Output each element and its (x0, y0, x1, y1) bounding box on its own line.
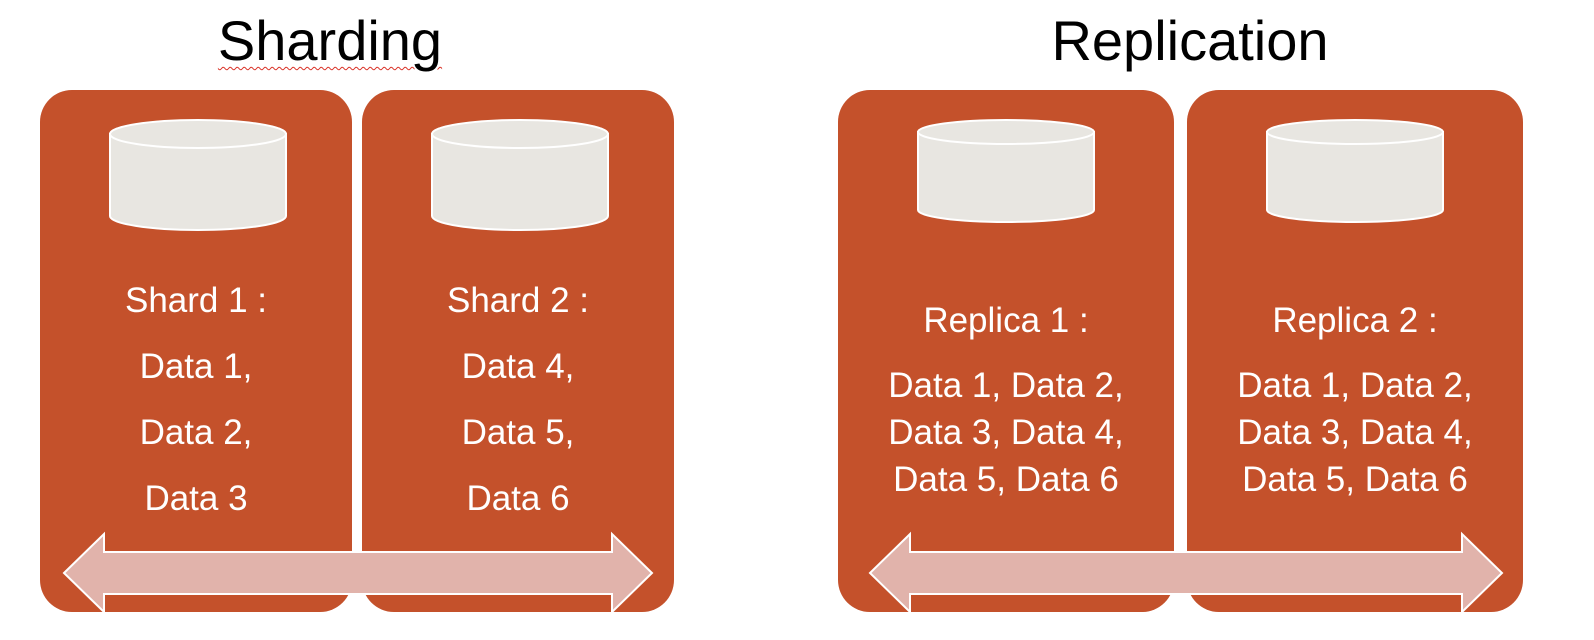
shard-1-item: Data 1, (139, 347, 253, 386)
shard-2-panel: Shard 2 : Data 4, Data 5, Data 6 (362, 90, 674, 612)
shard-1-panel: Shard 1 : Data 1, Data 2, Data 3 (40, 90, 352, 612)
double-headed-arrow-icon (868, 531, 1504, 615)
replica-1-line: Data 5, Data 6 (893, 460, 1119, 499)
database-cylinder-icon (917, 119, 1095, 223)
double-headed-arrow-icon (62, 531, 654, 615)
sharding-title: Sharding (217, 9, 443, 72)
shard-2-item: Data 6 (466, 479, 570, 518)
replica-2-data: Data 1, Data 2, Data 3, Data 4, Data 5, … (1187, 362, 1523, 503)
database-cylinder-icon (109, 119, 287, 231)
shard-1-item: Data 3 (144, 479, 248, 518)
shard-1-label: Shard 1 : Data 1, Data 2, Data 3 (40, 268, 352, 532)
shard-2-name: Shard 2 : (446, 281, 590, 320)
replica-1-line: Data 1, Data 2, (888, 366, 1124, 405)
replica-2-line: Data 5, Data 6 (1242, 460, 1468, 499)
shard-2-item: Data 5, (461, 413, 575, 452)
replica-2-line: Data 3, Data 4, (1237, 413, 1473, 452)
replica-1-data: Data 1, Data 2, Data 3, Data 4, Data 5, … (838, 362, 1174, 503)
shard-1-name: Shard 1 : (124, 281, 268, 320)
replica-1-name: Replica 1 : (923, 301, 1089, 340)
shard-2-label: Shard 2 : Data 4, Data 5, Data 6 (362, 268, 674, 532)
shard-2-item: Data 4, (461, 347, 575, 386)
shard-1-item: Data 2, (139, 413, 253, 452)
replica-1-line: Data 3, Data 4, (888, 413, 1124, 452)
replica-2-panel: Replica 2 : Data 1, Data 2, Data 3, Data… (1187, 90, 1523, 612)
replication-title: Replication (1051, 9, 1329, 72)
replica-2-line: Data 1, Data 2, (1237, 366, 1473, 405)
replica-2-name: Replica 2 : (1272, 301, 1438, 340)
replica-1-panel: Replica 1 : Data 1, Data 2, Data 3, Data… (838, 90, 1174, 612)
database-cylinder-icon (1266, 119, 1444, 223)
database-cylinder-icon (431, 119, 609, 231)
